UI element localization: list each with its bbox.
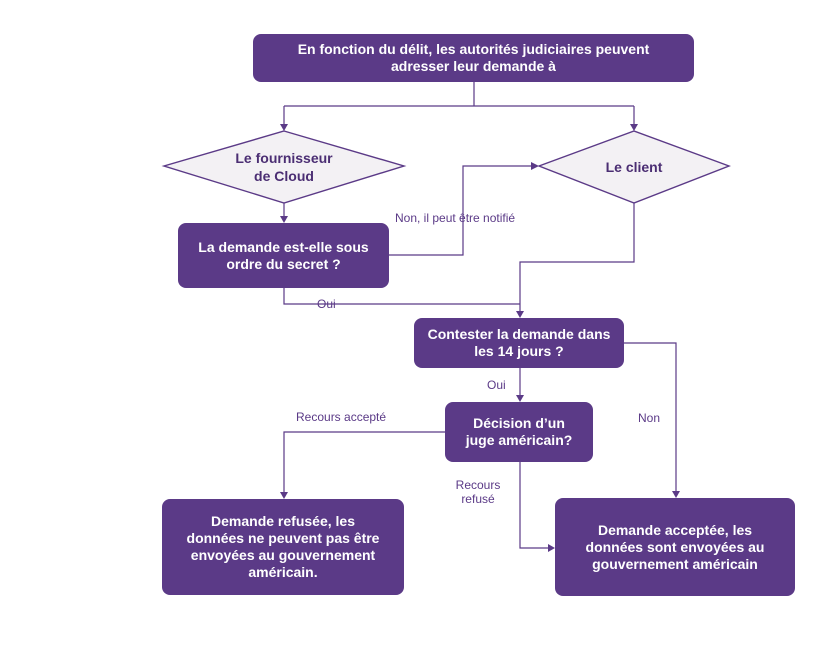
connector-secret-contest [283,288,520,305]
provider-label: Le fournisseur de Cloud [235,150,333,184]
connector-client-contest [519,203,635,314]
connector-judge-accepted [519,462,549,549]
edge-label-contest-no: Non [638,411,661,425]
connector-secret-client [389,165,533,256]
arrowhead-accepted-side [548,544,555,552]
client-diamond-label: Le client [574,131,694,203]
edge-label-appeal-accepted: Recours accepté [296,410,387,424]
arrowhead-client [630,124,638,131]
judge-box: Décision d’un juge américain? [445,402,593,462]
refused-label: Demande refusée, les données ne peuvent … [186,513,380,580]
refused-box: Demande refusée, les données ne peuvent … [162,499,404,595]
judge-label: Décision d’un juge américain? [465,415,573,448]
arrowhead-judge [516,395,524,402]
arrowhead-contest [516,311,524,318]
start-label: En fonction du délit, les autorités judi… [297,41,650,74]
edge-label-appeal-refused: Recours refusé [455,478,501,506]
contest-box: Contester la demande dans les 14 jours ? [414,318,624,368]
arrowhead-provider [280,124,288,131]
provider-diamond-label: Le fournisseur de Cloud [224,131,344,203]
secret-label: La demande est-elle sous ordre du secret… [198,238,369,272]
edge-label-contest-yes: Oui [487,378,506,392]
connector-start-split [283,82,635,128]
arrowhead-client-side [531,162,539,170]
edge-label-notify: Non, il peut être notifié [395,211,516,225]
edge-label-secret-yes: Oui [317,297,336,311]
accepted-label: Demande acceptée, les données sont envoy… [585,521,765,572]
arrowhead-accepted-top [672,491,680,498]
accepted-box: Demande acceptée, les données sont envoy… [555,498,795,596]
secret-box: La demande est-elle sous ordre du secret… [178,223,389,288]
start-box: En fonction du délit, les autorités judi… [253,34,694,82]
connector-judge-refused [283,431,445,494]
client-label: Le client [605,159,663,175]
arrowhead-refused [280,492,288,499]
connector-contest-accepted [624,342,677,493]
arrowhead-secret [280,216,288,223]
contest-label: Contester la demande dans les 14 jours ? [427,326,611,359]
